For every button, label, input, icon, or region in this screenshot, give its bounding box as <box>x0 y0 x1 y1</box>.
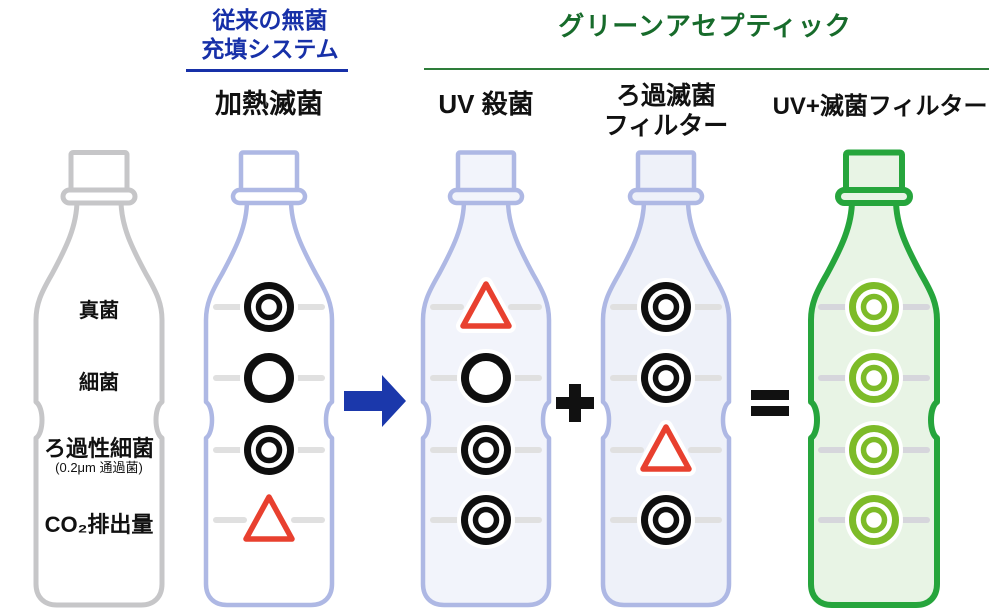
row-dash-left <box>610 375 644 381</box>
green-title-underline <box>424 68 989 70</box>
double-circle-icon <box>849 425 899 475</box>
legend-bottle <box>33 150 165 608</box>
bottle-neck-ring <box>447 187 525 206</box>
row-dash-right <box>688 375 722 381</box>
row-dash-left <box>430 517 464 523</box>
row-sublabel-filterable-bacteria: (0.2μm 通過菌) <box>55 460 143 475</box>
row-dash-left <box>213 447 247 453</box>
row-label-filterable-bacteria: ろ過性細菌 <box>43 436 154 461</box>
row-dash-right <box>291 517 325 523</box>
plus-icon <box>556 384 594 422</box>
row-dash-left <box>610 447 644 453</box>
row-dash-right <box>291 375 325 381</box>
row-dash-left <box>213 375 247 381</box>
equals-icon <box>751 390 789 416</box>
double-circle-icon <box>849 353 899 403</box>
double-circle-icon <box>461 425 511 475</box>
row-dash-left <box>213 304 247 310</box>
row-dash-right <box>291 447 325 453</box>
double-circle-icon <box>641 353 691 403</box>
row-label-bacteria: 細菌 <box>79 372 119 394</box>
double-circle-icon <box>244 282 294 332</box>
bottle-neck-ring <box>60 187 138 206</box>
double-circle-icon <box>849 495 899 545</box>
row-dash-right <box>508 517 542 523</box>
row-dash-right <box>508 304 542 310</box>
row-dash-left <box>430 447 464 453</box>
transform-arrow-icon <box>344 375 406 427</box>
row-dash-left <box>610 517 644 523</box>
conventional-title-underline <box>186 69 348 72</box>
single-circle-icon <box>244 353 294 403</box>
row-dash-left <box>213 517 247 523</box>
bottle-body <box>33 197 165 608</box>
double-circle-icon <box>641 282 691 332</box>
row-dash-right <box>896 447 930 453</box>
column-header-filter: ろ過滅菌 フィルター <box>603 82 729 140</box>
row-dash-right <box>508 447 542 453</box>
row-dash-right <box>688 304 722 310</box>
row-label-fungi: 真菌 <box>79 300 119 322</box>
uv-sterilization-bottle <box>420 150 552 608</box>
filter-sterilization-bottle <box>600 150 732 608</box>
column-header-heat: 加熱滅菌 <box>215 89 323 119</box>
row-dash-right <box>291 304 325 310</box>
triangle-icon <box>460 281 512 329</box>
row-dash-right <box>688 447 722 453</box>
row-dash-right <box>896 517 930 523</box>
bottle-neck-ring <box>230 187 308 206</box>
triangle-icon <box>243 494 295 542</box>
row-dash-left <box>818 447 852 453</box>
bottle-neck-ring <box>835 187 913 206</box>
row-dash-left <box>818 304 852 310</box>
green-aseptic-title: グリーンアセプティック <box>558 11 852 41</box>
row-dash-right <box>688 517 722 523</box>
column-header-uv: UV 殺菌 <box>438 89 534 119</box>
bottle-neck-ring <box>627 187 705 206</box>
double-circle-icon <box>641 495 691 545</box>
double-circle-icon <box>244 425 294 475</box>
heat-sterilization-bottle <box>203 150 335 608</box>
row-dash-right <box>896 304 930 310</box>
row-dash-left <box>430 304 464 310</box>
row-dash-left <box>818 517 852 523</box>
column-header-uv-filter: UV+滅菌フィルター <box>772 93 988 120</box>
row-dash-left <box>610 304 644 310</box>
double-circle-icon <box>461 495 511 545</box>
triangle-icon <box>640 424 692 472</box>
row-dash-left <box>430 375 464 381</box>
row-dash-right <box>508 375 542 381</box>
row-dash-left <box>818 375 852 381</box>
green-aseptic-bottle <box>808 149 940 608</box>
row-label-co2-emissions: CO₂排出量 <box>44 512 154 537</box>
double-circle-icon <box>849 282 899 332</box>
conventional-system-title: 従来の無菌 充填システム <box>201 7 339 62</box>
row-dash-right <box>896 375 930 381</box>
single-circle-icon <box>461 353 511 403</box>
